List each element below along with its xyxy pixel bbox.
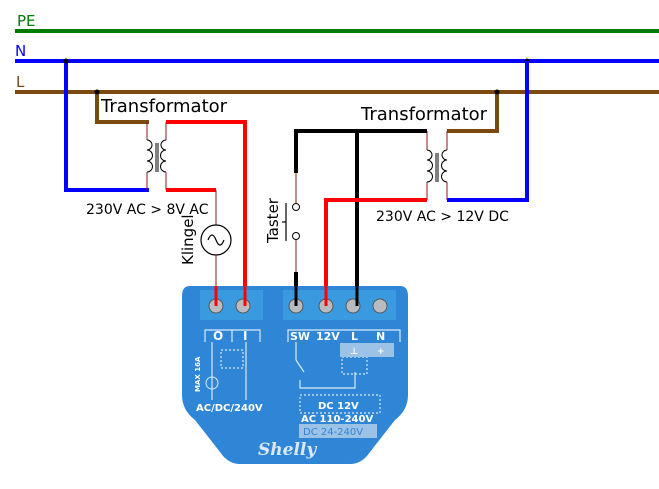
bell-icon	[200, 224, 232, 256]
output-rating: AC/DC/240V	[196, 403, 263, 414]
transformer-symbol-left	[146, 122, 167, 190]
max-current: MAX 16A	[194, 356, 202, 392]
right-transformer-rating: 230V AC > 12V DC	[376, 209, 509, 225]
terminal-label-l: L	[351, 330, 358, 343]
right-transformer-label: Transformator	[360, 104, 488, 125]
polarity-minus: ⊥	[350, 347, 358, 357]
shelly-device: O I SW 12V L N ⊥ + MAX 16A AC/DC/240V DC…	[182, 286, 408, 464]
terminal-label-o: O	[213, 329, 223, 343]
left-transformer-label: Transformator	[100, 96, 228, 117]
transformer-symbol-right	[426, 131, 448, 200]
terminal-label-n: N	[376, 330, 385, 343]
bell-label: Klingel	[179, 214, 197, 265]
terminal-label-i: I	[243, 329, 247, 343]
mains-lines: PE N L	[15, 12, 659, 94]
terminal-label-12v: 12V	[316, 330, 340, 343]
supply-dc12: DC 12V	[318, 401, 359, 412]
button-label: Taster	[264, 197, 282, 244]
switch-circuit	[282, 58, 530, 300]
push-button-icon	[282, 173, 300, 272]
shelly-logo: Shelly	[258, 440, 317, 460]
terminal-label-sw: SW	[290, 330, 310, 343]
pe-label: PE	[17, 12, 36, 30]
supply-ac: AC 110-240V	[301, 414, 373, 425]
l-label: L	[16, 73, 25, 91]
polarity-plus: +	[377, 347, 385, 357]
supply-dc24: DC 24-240V	[303, 427, 363, 438]
left-transformer-rating: 230V AC > 8V AC	[86, 202, 209, 218]
lamp-icon	[205, 376, 219, 390]
n-label: N	[15, 42, 26, 60]
bell-circuit	[63, 58, 247, 300]
